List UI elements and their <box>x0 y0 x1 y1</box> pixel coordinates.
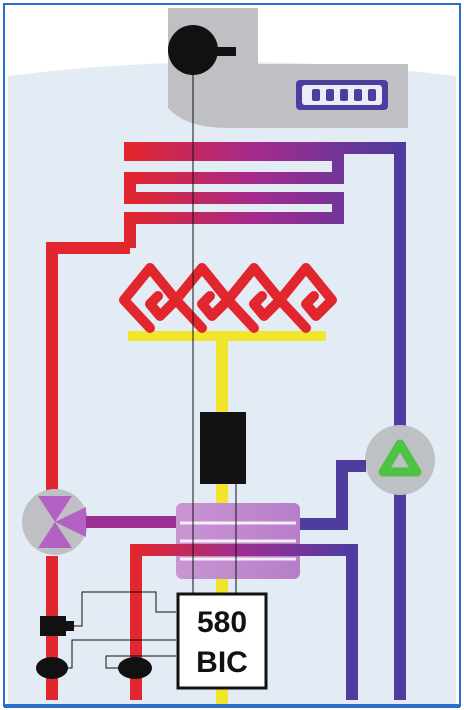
heating-return-pipe <box>298 460 366 530</box>
three-way-valve-icon <box>22 489 88 555</box>
vent-grille-icon <box>296 80 388 110</box>
heat-exchanger-coil-icon <box>124 142 406 700</box>
pump-triangle-icon <box>365 425 435 495</box>
gas-valve-icon <box>200 412 246 484</box>
flow-switch-icon <box>40 616 74 636</box>
plate-heat-exchanger-icon <box>176 503 300 579</box>
heating-flow-pipe <box>46 242 130 520</box>
control-wiring <box>48 75 237 669</box>
fan-icon <box>168 25 236 75</box>
dhw-sensor-icon <box>118 657 152 679</box>
controller-model-code: BIC <box>196 646 248 679</box>
bottom-bar <box>4 704 460 708</box>
dhw-outlet-pipe <box>130 544 358 700</box>
burner-flame-icon <box>119 263 337 333</box>
temperature-sensor-icon <box>36 657 68 679</box>
controller-model-number: 580 <box>197 606 247 639</box>
controller-board: 580 BIC <box>176 592 268 690</box>
